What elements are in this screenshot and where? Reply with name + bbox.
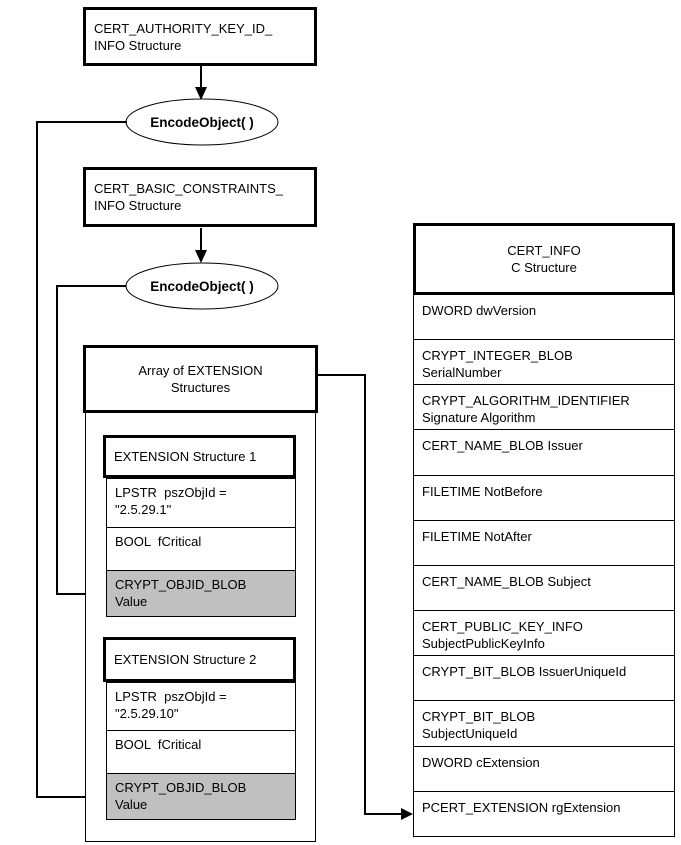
- box-text: CERT_AUTHORITY_KEY_ID_: [94, 20, 273, 36]
- row-text: FILETIME NotAfter: [422, 528, 532, 544]
- encode-object-label-2: EncodeObject( ): [150, 278, 254, 294]
- row-text: SubjectUniqueId: [422, 726, 518, 742]
- box-text: INFO Structure: [94, 37, 182, 53]
- table-row: PCERT_EXTENSION rgExtension: [414, 792, 674, 837]
- row-text: CRYPT_BIT_BLOB: [422, 709, 536, 725]
- field-text: LPSTR pszObjId =: [115, 689, 227, 704]
- down-arrow-icon: [195, 66, 207, 100]
- box-text: Structures: [170, 380, 231, 395]
- table-row: CERT_NAME_BLOB Subject: [414, 566, 674, 612]
- row-text: CRYPT_BIT_BLOB IssuerUniqueId: [422, 664, 627, 680]
- extension2-header-box: EXTENSION Structure 2: [103, 637, 296, 682]
- row-text: CRYPT_INTEGER_BLOB: [422, 348, 573, 364]
- row-text: CERT_NAME_BLOB Issuer: [422, 438, 583, 454]
- extension1-fields: LPSTR pszObjId = "2.5.29.1" BOOL fCritic…: [106, 478, 296, 617]
- table-row: CERT_NAME_BLOB Issuer: [414, 430, 674, 476]
- row-text: SerialNumber: [422, 365, 502, 381]
- table-row: CRYPT_BIT_BLOB IssuerUniqueId: [414, 656, 674, 702]
- box-text: INFO Structure: [94, 198, 182, 213]
- table-row: CRYPT_BIT_BLOB SubjectUniqueId: [414, 701, 674, 747]
- field-cell-shaded: CRYPT_OBJID_BLOB Value: [106, 773, 296, 820]
- cert-info-rows: DWORD dwVersion CRYPT_INTEGER_BLOB Seria…: [413, 295, 675, 837]
- table-row: FILETIME NotBefore: [414, 476, 674, 521]
- field-text: Value: [115, 594, 148, 609]
- row-text: DWORD dwVersion: [422, 303, 537, 318]
- row-text: Signature Algorithm: [422, 410, 536, 426]
- field-cell: LPSTR pszObjId = "2.5.29.1": [106, 478, 296, 528]
- box-text: CERT_BASIC_CONSTRAINTS_: [94, 181, 284, 196]
- table-row: CRYPT_INTEGER_BLOB SerialNumber: [414, 340, 674, 386]
- cert-info-header-box: CERT_INFO C Structure: [413, 223, 675, 295]
- field-text: "2.5.29.10": [115, 706, 179, 721]
- field-cell: BOOL fCritical: [106, 527, 296, 571]
- box-title: EXTENSION Structure 2: [114, 652, 257, 667]
- encode-object-label-1: EncodeObject( ): [150, 114, 254, 130]
- field-cell: LPSTR pszObjId = "2.5.29.10": [106, 682, 296, 731]
- array-of-extension-box: Array of EXTENSION Structures: [83, 345, 318, 413]
- table-title: CERT_INFO: [507, 243, 581, 258]
- field-text: LPSTR pszObjId =: [115, 485, 227, 500]
- authority-key-id-info-box: CERT_AUTHORITY_KEY_ID_ INFO Structure: [83, 7, 317, 66]
- table-row: CRYPT_ALGORITHM_IDENTIFIER Signature Alg…: [414, 385, 674, 431]
- table-row: DWORD cExtension: [414, 747, 674, 792]
- table-row: DWORD dwVersion: [414, 295, 674, 341]
- row-text: FILETIME NotBefore: [422, 483, 543, 499]
- row-text: PCERT_EXTENSION rgExtension: [422, 799, 621, 815]
- row-text: CERT_NAME_BLOB Subject: [422, 573, 591, 589]
- down-arrow-icon: [195, 228, 207, 263]
- field-text: BOOL fCritical: [115, 737, 202, 752]
- field-text: Value: [115, 797, 148, 812]
- row-text: CERT_PUBLIC_KEY_INFO: [422, 619, 583, 635]
- table-row: FILETIME NotAfter: [414, 521, 674, 566]
- table-title: C Structure: [511, 260, 577, 275]
- row-text: SubjectPublicKeyInfo: [422, 636, 545, 652]
- field-text: BOOL fCritical: [115, 534, 202, 549]
- extension1-header-box: EXTENSION Structure 1: [103, 435, 296, 478]
- field-text: CRYPT_OBJID_BLOB: [115, 780, 247, 795]
- field-text: "2.5.29.1": [115, 502, 172, 517]
- extension2-fields: LPSTR pszObjId = "2.5.29.10" BOOL fCriti…: [106, 682, 296, 820]
- wire-array-to-rgextension: [318, 374, 413, 820]
- box-text: Array of EXTENSION: [138, 363, 263, 378]
- row-text: DWORD cExtension: [422, 754, 540, 770]
- basic-constraints-info-box: CERT_BASIC_CONSTRAINTS_ INFO Structure: [83, 167, 317, 227]
- field-cell-shaded: CRYPT_OBJID_BLOB Value: [106, 570, 296, 617]
- box-title: EXTENSION Structure 1: [114, 449, 257, 464]
- table-row: CERT_PUBLIC_KEY_INFO SubjectPublicKeyInf…: [414, 611, 674, 657]
- row-text: CRYPT_ALGORITHM_IDENTIFIER: [422, 393, 630, 409]
- field-cell: BOOL fCritical: [106, 730, 296, 774]
- field-text: CRYPT_OBJID_BLOB: [115, 577, 247, 592]
